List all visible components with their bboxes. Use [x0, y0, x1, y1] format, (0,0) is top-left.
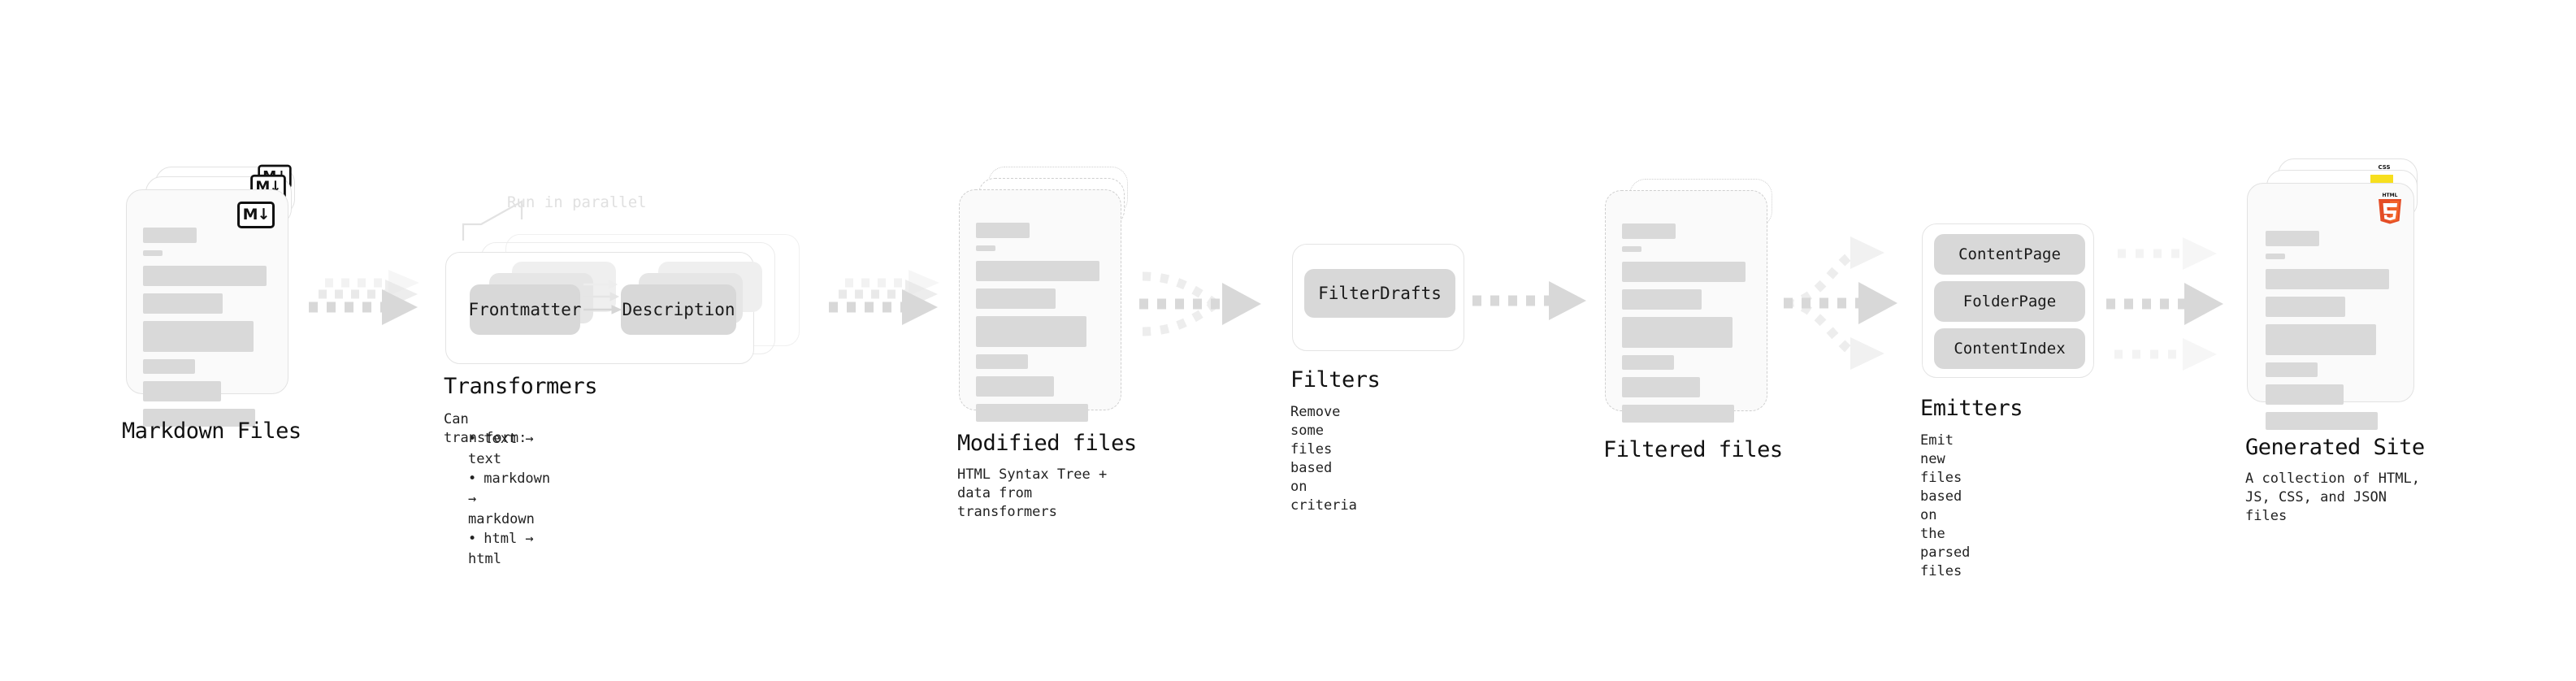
stage-markdown-files: M↓ M↓ M↓ Markdown Files	[122, 164, 305, 444]
emitters-box: ContentPage FolderPage ContentIndex	[1922, 223, 2094, 378]
modified-doc-front	[959, 189, 1121, 422]
transformers-bullet-1: markdown → markdown	[468, 469, 550, 529]
caption-transformers: Transformers	[444, 374, 598, 399]
stacked-dashed-arrow-icon	[829, 270, 939, 325]
modified-files-subcaption: HTML Syntax Tree + data from transformer…	[957, 466, 1108, 520]
emitter-pill-contentpage[interactable]: ContentPage	[1934, 234, 2085, 275]
filtered-doc-placeholder-lines	[1622, 223, 1750, 430]
html5-badge-icon: HTML	[2379, 193, 2401, 224]
caption-filtered-files: Filtered files	[1603, 437, 1783, 462]
site-doc-front-html: HTML	[2247, 183, 2414, 430]
transformers-bullet-list: text → text markdown → markdown html → h…	[450, 429, 550, 569]
emitters-subcaption: Emit new files based on the parsed files	[1920, 432, 1971, 579]
filtered-doc-front	[1605, 190, 1767, 423]
svg-text:HTML: HTML	[2383, 193, 2398, 198]
modified-file-stack	[959, 167, 1138, 422]
filtered-file-stack	[1605, 179, 1784, 423]
caption-modified-files: Modified files	[957, 431, 1137, 456]
transformers-bullet-2: html → html	[468, 529, 550, 569]
markdown-doc-front: M↓	[126, 189, 288, 427]
single-dashed-arrow-icon	[1472, 281, 1586, 320]
stage-generated-site: CSS HTML	[2245, 158, 2434, 524]
emitter-pill-folderpage[interactable]: FolderPage	[1934, 281, 2085, 322]
stacked-dashed-arrow-icon	[309, 270, 419, 325]
filters-subcaption: Remove some files based on criteria	[1290, 404, 1357, 514]
filters-box: FilterDrafts	[1292, 244, 1464, 351]
caption-emitters: Emitters	[1920, 396, 2023, 421]
modified-doc-placeholder-lines	[976, 223, 1104, 429]
caption-filters: Filters	[1290, 367, 1381, 393]
fanout-dashed-arrow-icon	[1784, 236, 1897, 370]
connector-md-to-transformers	[307, 268, 437, 341]
connector-filters-to-filtered	[1471, 276, 1601, 325]
transformer-inner-arrows-icon	[583, 280, 622, 314]
site-doc-placeholder-lines	[2266, 231, 2396, 437]
markdown-file-stack: M↓ M↓ M↓	[126, 164, 305, 427]
transformers-bullet-0: text → text	[468, 429, 550, 469]
connector-modified-to-filters	[1138, 262, 1284, 351]
filter-pill-filterdrafts[interactable]: FilterDrafts	[1304, 269, 1455, 318]
annotation-run-in-parallel: Run in parallel	[507, 193, 647, 211]
generated-site-subcaption: A collection of HTML, JS, CSS, and JSON …	[2245, 471, 2420, 524]
transformer-pill-description[interactable]: Description	[621, 284, 736, 335]
connector-transformers-to-modified	[827, 268, 957, 341]
stage-filtered-files: Filtered files	[1603, 179, 1784, 462]
generated-site-file-stack: CSS HTML	[2247, 158, 2434, 430]
caption-markdown-files: Markdown Files	[122, 419, 301, 444]
markdown-doc-placeholder-lines	[143, 228, 271, 434]
transformer-pill-frontmatter[interactable]: Frontmatter	[468, 284, 582, 335]
markdown-badge-front: M↓	[237, 202, 275, 228]
parallel-bracket-icon	[462, 200, 523, 241]
connector-emitters-to-site	[2105, 236, 2251, 374]
stage-modified-files: Modified files HTML Syntax Tree + data f…	[957, 167, 1138, 520]
triple-dashed-arrow-icon	[2106, 237, 2223, 371]
connector-filtered-to-emitters	[1784, 232, 1930, 374]
caption-generated-site: Generated Site	[2245, 435, 2425, 460]
emitter-pill-contentindex[interactable]: ContentIndex	[1934, 328, 2085, 369]
merge-dashed-arrow-icon	[1139, 271, 1261, 336]
